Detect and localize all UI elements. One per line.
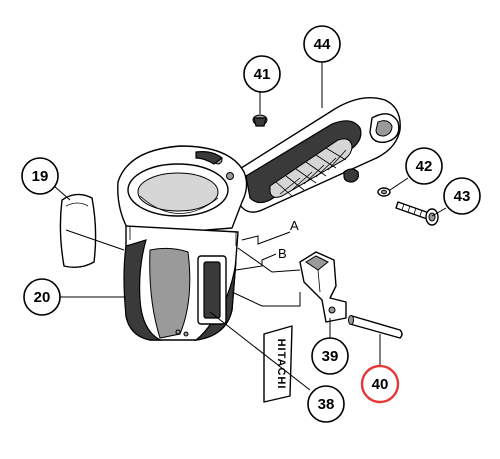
callout-label-41: 41	[254, 66, 271, 83]
callout-19: 19	[21, 157, 59, 195]
washer-part-42	[377, 187, 391, 197]
callout-label-42: 42	[416, 158, 433, 175]
handle-tube-part-44	[237, 97, 401, 213]
callout-label-44: 44	[314, 36, 331, 53]
callout-label-19: 19	[32, 168, 49, 185]
pin-part-40	[348, 315, 403, 339]
screw-part-43	[395, 201, 439, 226]
callout-label-39: 39	[322, 348, 339, 365]
callout-label-43: 43	[454, 188, 471, 205]
callout-42: 42	[405, 147, 443, 185]
callout-38: 38	[307, 385, 345, 423]
callout-40: 40	[360, 364, 400, 404]
screw-part-41	[252, 114, 268, 127]
housing-body-part-20	[117, 145, 248, 341]
callout-label-40: 40	[372, 376, 389, 393]
cover-part-19	[59, 193, 97, 269]
callout-label-20: 20	[34, 289, 51, 306]
bracket-part-39	[299, 251, 347, 323]
reference-letter-b: B	[278, 246, 287, 261]
nameplate-part-38: HITACHI	[263, 325, 293, 403]
callout-label-38: 38	[318, 396, 335, 413]
callout-41: 41	[243, 55, 281, 93]
callout-20: 20	[23, 278, 61, 316]
reference-letter-a: A	[290, 218, 299, 233]
callout-39: 39	[311, 337, 349, 375]
nameplate-text: HITACHI	[275, 339, 287, 390]
leader-lines	[53, 60, 447, 391]
callout-43: 43	[443, 177, 481, 215]
callout-44: 44	[303, 25, 341, 63]
